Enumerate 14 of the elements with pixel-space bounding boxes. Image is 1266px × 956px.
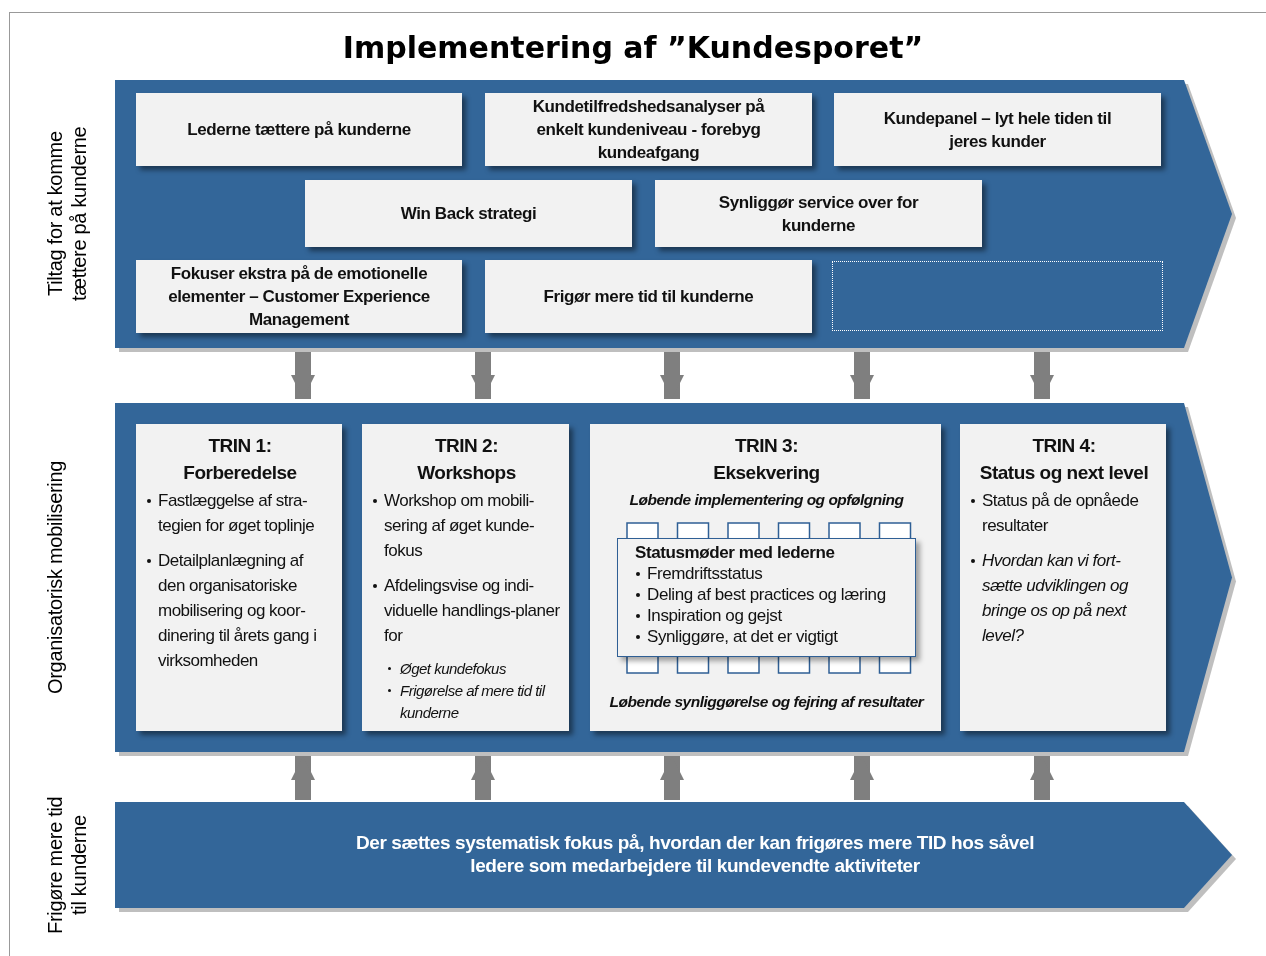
band-label: Frigøre mere tid til kunderne	[43, 795, 91, 936]
block-arrow	[1030, 756, 1054, 800]
block-arrow	[291, 352, 315, 399]
block-arrow	[291, 756, 315, 800]
block-arrow	[1030, 352, 1054, 399]
band-label: Organisatorisk mobilisering	[43, 459, 67, 697]
block-arrow	[471, 352, 495, 399]
block-arrow	[850, 756, 874, 800]
diagram-title: Implementering af ”Kundesporet”	[341, 30, 925, 65]
block-arrow	[471, 756, 495, 800]
band-label: Tiltag for at komme tættere på kunderne	[43, 125, 91, 304]
block-arrow	[850, 352, 874, 399]
block-arrow	[660, 756, 684, 800]
block-arrow	[660, 352, 684, 399]
